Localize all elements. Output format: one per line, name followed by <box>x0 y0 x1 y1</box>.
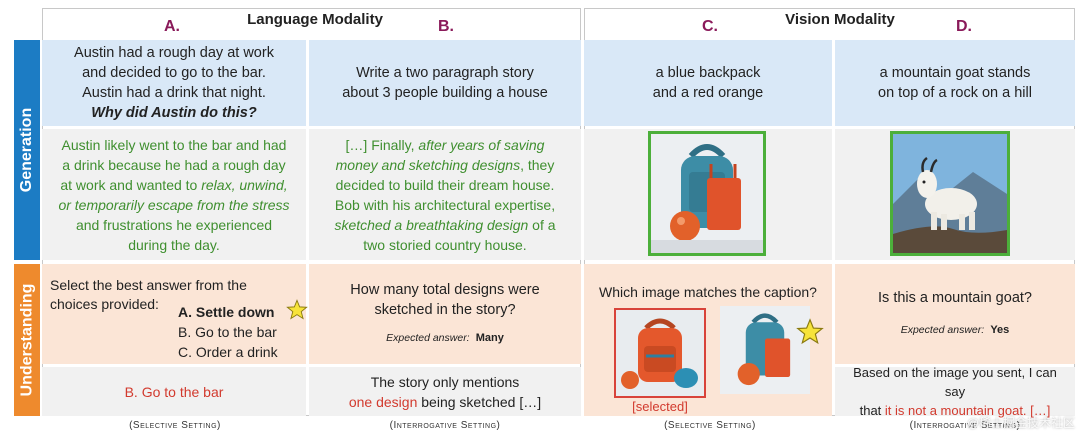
understanding-tab: Understanding <box>14 264 40 416</box>
question-c-text: Which image matches the caption? <box>599 284 817 300</box>
question-line: Select the best answer from the <box>50 277 247 293</box>
question-line: Is this a mountain goat? <box>878 290 1032 306</box>
choice-b: B. Go to the bar <box>178 324 277 340</box>
prompt-question: Why did Austin do this? <box>91 105 257 121</box>
output-text: at work and wanted to <box>60 176 202 193</box>
choice-a: A. Settle down <box>178 304 275 320</box>
output-line: during the day. <box>128 236 220 253</box>
answer-line: one design being sketched […] <box>349 392 541 412</box>
backpack-alt-illustration <box>616 310 704 396</box>
answer-text: being sketched […] <box>417 393 542 410</box>
output-line: money and sketching designs, they <box>336 155 555 175</box>
model-answer-a: B. Go to the bar <box>42 367 306 416</box>
output-emphasis: sketched a breathtaking design <box>334 216 529 233</box>
selected-image <box>614 308 706 398</box>
backpack-correct-illustration <box>723 306 807 394</box>
backpack-image <box>648 131 766 256</box>
generation-prompt-c: a blue backpack and a red orange <box>584 40 832 126</box>
output-text: of a <box>528 216 556 233</box>
answer-highlight: it is not a mountain goat. […] <box>884 403 1051 418</box>
output-line: […] Finally, after years of saving <box>346 135 545 155</box>
output-line: Bob with his architectural expertise, <box>334 196 556 213</box>
answer-line: Based on the image you sent, I can say <box>853 365 1057 399</box>
output-line: a drink because he had a rough day <box>62 156 286 173</box>
column-letter-a: A. <box>164 18 180 35</box>
setting-label-d: (Interrogative Setting) <box>909 420 1021 431</box>
output-line: Austin likely went to the bar and had <box>61 136 287 153</box>
answer-highlight: one design <box>348 393 418 410</box>
model-answer-b: The story only mentions one design being… <box>309 367 581 416</box>
output-line: at work and wanted to relax, unwind, <box>60 175 287 195</box>
column-letter-d: D. <box>956 18 972 35</box>
column-letter-b: B. <box>438 18 454 35</box>
expected-value: Yes <box>990 324 1010 336</box>
answer-line: The story only mentions <box>370 373 520 390</box>
generation-output-a: Austin likely went to the bar and had a … <box>42 129 306 260</box>
expected-label: Expected answer: <box>900 324 985 336</box>
output-text: […] Finally, <box>345 136 419 153</box>
expected-answer-b: Expected answer: Many <box>386 328 504 348</box>
understanding-question-a <box>42 264 306 364</box>
question-line: sketched in the story? <box>374 302 516 318</box>
setting-label-a: (Selective Setting) <box>129 420 221 431</box>
output-emphasis: relax, unwind, <box>201 176 288 193</box>
understanding-tab-label: Understanding <box>18 283 36 397</box>
output-emphasis: or temporarily escape from the stress <box>58 196 290 213</box>
prompt-line: Austin had a rough day at work <box>74 45 274 61</box>
expected-label: Expected answer: <box>386 332 470 344</box>
prompt-line: a blue backpack <box>655 65 761 81</box>
star-icon <box>286 299 308 321</box>
generation-tab-label: Generation <box>18 107 35 193</box>
output-line: sketched a breathtaking design of a <box>334 215 555 235</box>
column-letter-c: C. <box>702 18 718 35</box>
model-answer-d: Based on the image you sent, I can say t… <box>835 365 1075 418</box>
goat-illustration <box>893 134 1007 253</box>
expected-answer-d: Expected answer: Yes <box>901 320 1010 340</box>
question-line: choices provided: <box>50 296 159 312</box>
setting-label-b: (Interrogative Setting) <box>389 420 501 431</box>
output-emphasis: money and sketching designs <box>335 156 521 173</box>
question-a-text: Select the best answer from the choices … <box>50 276 300 314</box>
generation-prompt-d: a mountain goat stands on top of a rock … <box>835 40 1075 126</box>
expected-value: Many <box>475 332 504 344</box>
backpack-illustration <box>651 134 763 253</box>
generation-prompt-a: Austin had a rough day at work and decid… <box>42 40 306 126</box>
setting-label-c: (Selective Setting) <box>664 420 756 431</box>
generation-tab: Generation <box>14 40 40 260</box>
output-line: two storied country house. <box>363 236 527 253</box>
prompt-line: on top of a rock on a hill <box>878 85 1032 101</box>
understanding-question-d: Is this a mountain goat? Expected answer… <box>835 264 1075 364</box>
output-emphasis: after years of saving <box>418 136 545 153</box>
prompt-line: and decided to go to the bar. <box>82 65 266 81</box>
answer-line: that it is not a mountain goat. […] <box>860 401 1051 420</box>
prompt-line: and a red orange <box>652 85 764 101</box>
prompt-line: a mountain goat stands <box>879 65 1031 81</box>
output-text: , they <box>520 156 555 173</box>
question-line: How many total designs were <box>350 282 540 298</box>
answer-choices: A. Settle down B. Go to the bar C. Order… <box>178 302 308 362</box>
generation-prompt-b: Write a two paragraph story about 3 peop… <box>309 40 581 126</box>
answer-text: that <box>859 403 885 418</box>
prompt-line: Write a two paragraph story <box>356 65 534 81</box>
generation-output-b: […] Finally, after years of saving money… <box>309 129 581 260</box>
selected-label: [selected] <box>632 399 688 414</box>
understanding-question-b: How many total designs were sketched in … <box>309 264 581 364</box>
output-line: and frustrations he experienced <box>75 216 273 233</box>
prompt-line: about 3 people building a house <box>342 85 548 101</box>
correct-image <box>720 306 810 394</box>
choice-c: C. Order a drink <box>178 344 278 360</box>
goat-image <box>890 131 1010 256</box>
watermark: @稀土掘金技术社区 <box>966 416 1075 430</box>
vision-modality-title: Vision Modality <box>785 11 895 28</box>
output-line: decided to build their dream house. <box>335 176 555 193</box>
star-icon <box>796 318 824 346</box>
language-modality-title: Language Modality <box>247 11 383 28</box>
prompt-line: Austin had a drink that night. <box>82 85 266 101</box>
